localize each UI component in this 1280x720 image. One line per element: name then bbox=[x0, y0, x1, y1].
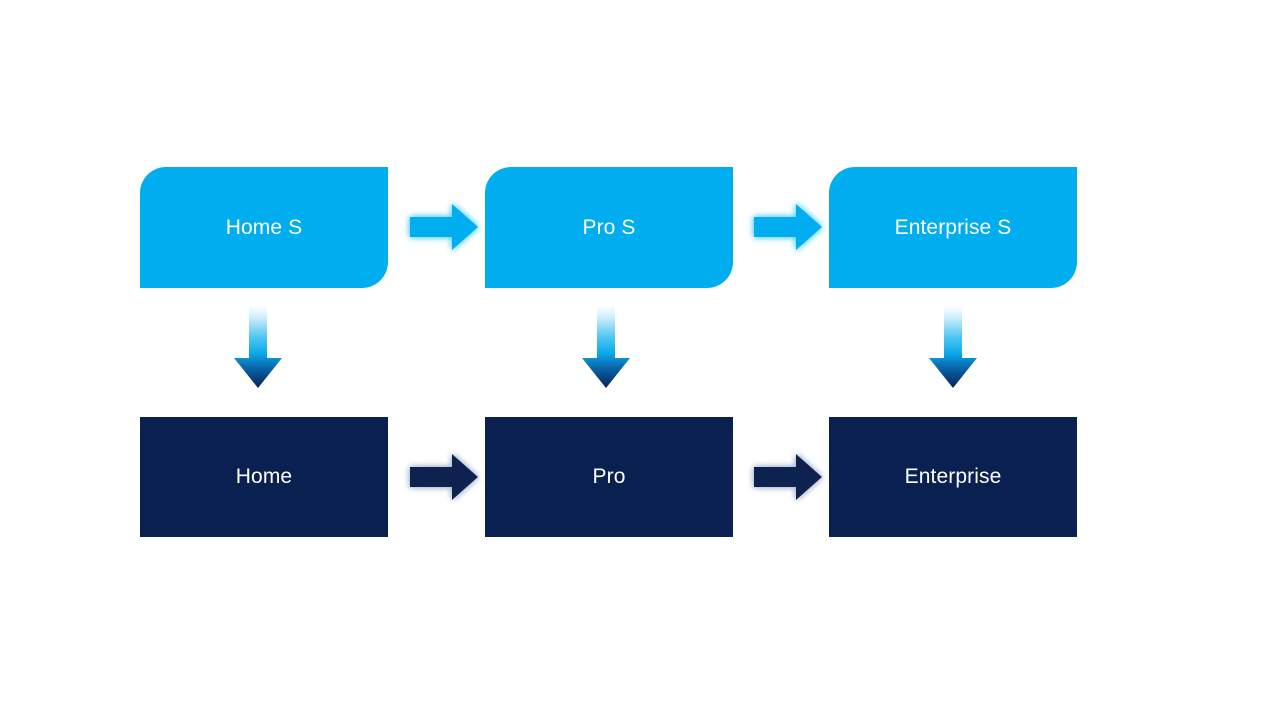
node-label: Home S bbox=[225, 215, 303, 239]
arrow-right-icon bbox=[410, 204, 478, 250]
arrow-right-icon bbox=[754, 454, 822, 500]
connector-home-s-to-home bbox=[231, 306, 285, 390]
connector-home-to-pro bbox=[408, 451, 480, 503]
node-label: Pro bbox=[592, 465, 626, 489]
arrow-right-icon bbox=[754, 204, 822, 250]
connector-pro-s-to-enterprise-s bbox=[752, 201, 824, 253]
connector-pro-to-enterprise bbox=[752, 451, 824, 503]
arrow-right-icon bbox=[410, 454, 478, 500]
arrow-down-icon bbox=[234, 306, 282, 388]
node-label: Pro S bbox=[582, 215, 636, 239]
node-enterprise[interactable]: Enterprise bbox=[829, 417, 1077, 537]
connector-pro-s-to-pro bbox=[579, 306, 633, 390]
node-pro-s[interactable]: Pro S bbox=[485, 167, 733, 288]
connector-home-s-to-pro-s bbox=[408, 201, 480, 253]
node-label: Enterprise S bbox=[894, 215, 1012, 239]
node-home[interactable]: Home bbox=[140, 417, 388, 537]
node-label: Enterprise bbox=[904, 465, 1002, 489]
node-home-s[interactable]: Home S bbox=[140, 167, 388, 288]
arrow-down-icon bbox=[582, 306, 630, 388]
connector-enterprise-s-to-enterprise bbox=[926, 306, 980, 390]
node-label: Home bbox=[235, 465, 293, 489]
arrow-down-icon bbox=[929, 306, 977, 388]
node-pro[interactable]: Pro bbox=[485, 417, 733, 537]
node-enterprise-s[interactable]: Enterprise S bbox=[829, 167, 1077, 288]
